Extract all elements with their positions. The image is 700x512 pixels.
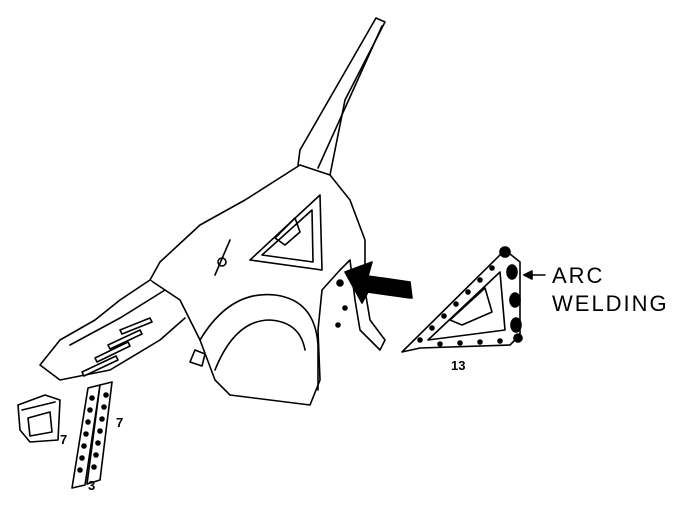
arc-label-line1: ARC [552,263,605,288]
panel-hole [336,279,344,287]
strip-weld-holes [77,392,109,473]
gusset-weld-holes [417,265,503,347]
front-stub [17,394,61,443]
rail-slots [81,317,153,377]
upper-pillar [297,17,386,183]
panel-lower-edge [39,279,186,381]
wheel-arch [199,293,319,391]
arc-label-line2: WELDING [552,291,669,316]
part-3-label: 3 [88,478,96,493]
wheel-arch-inner [214,319,306,371]
direction-arrow [344,261,413,304]
pillar-inner-line [317,25,383,169]
panel-rail-top [69,289,166,346]
gusset-weld-beads [499,246,523,343]
part-13-label: 13 [451,358,466,373]
side-panel-body [149,164,386,406]
part-7-right-label: 7 [116,415,124,430]
part-7-left-label: 7 [60,432,68,447]
arc-welding-label: ARC WELDING [552,262,669,318]
